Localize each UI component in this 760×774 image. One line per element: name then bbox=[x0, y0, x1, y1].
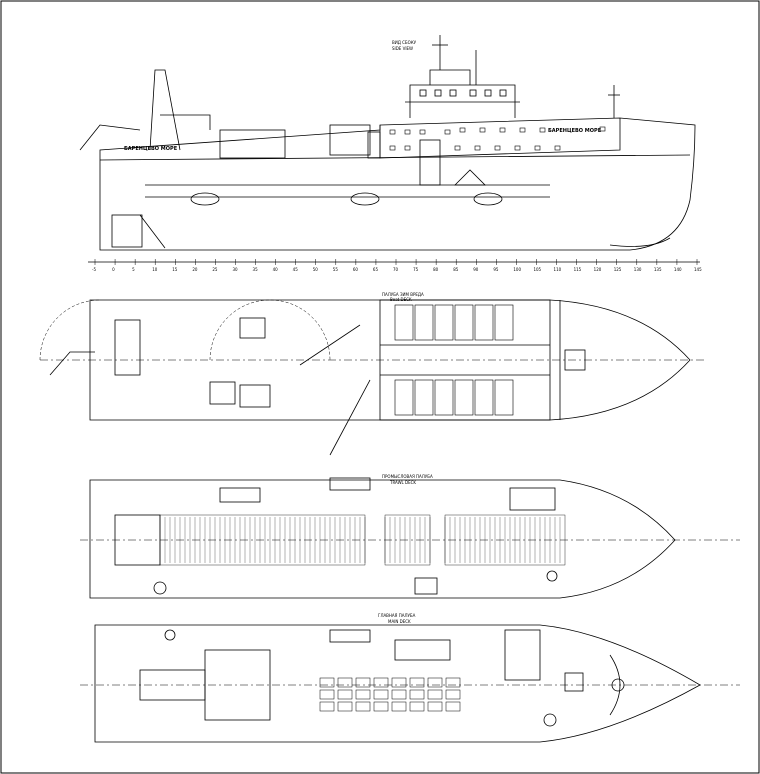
tank-block bbox=[445, 689, 461, 700]
ruler-label: 35 bbox=[253, 267, 259, 272]
ruler-label: 10 bbox=[152, 267, 158, 272]
liferafts bbox=[190, 192, 503, 206]
tank-block bbox=[391, 701, 407, 712]
tank-block bbox=[355, 701, 371, 712]
tank-block bbox=[427, 701, 443, 712]
tank-block bbox=[409, 701, 425, 712]
ruler-label: 30 bbox=[232, 267, 238, 272]
bulbous-bow bbox=[609, 237, 671, 247]
ruler-label: 20 bbox=[192, 267, 198, 272]
ruler-label: -5 bbox=[92, 267, 96, 272]
ruler-label: 85 bbox=[453, 267, 459, 272]
ruler-label: 130 bbox=[634, 267, 642, 272]
tank-block bbox=[355, 677, 371, 688]
tank-block bbox=[409, 689, 425, 700]
ruler-label: 45 bbox=[293, 267, 299, 272]
tank-block bbox=[409, 677, 425, 688]
cabin-grid bbox=[394, 304, 514, 416]
ruler-label: 115 bbox=[574, 267, 582, 272]
main-deck-title-1: ГЛАВНАЯ ПАЛУБА bbox=[378, 613, 416, 618]
ruler-label: 5 bbox=[132, 267, 135, 272]
wheelhouse bbox=[409, 84, 516, 118]
tank-block bbox=[391, 677, 407, 688]
ruler-label: 65 bbox=[373, 267, 379, 272]
tank-block bbox=[319, 677, 335, 688]
ship-name-stern: БАРЕНЦЕВО МОРЕ bbox=[124, 146, 178, 152]
tank-block bbox=[337, 701, 353, 712]
ruler-label: 125 bbox=[614, 267, 622, 272]
tank-block bbox=[427, 677, 443, 688]
ruler-label: 80 bbox=[433, 267, 439, 272]
ruler-label: 95 bbox=[493, 267, 499, 272]
profile-view-label-2: SIDE VIEW bbox=[392, 46, 413, 51]
tank-block bbox=[373, 689, 389, 700]
trawl-deck-title-1: ПРОМЫСЛОВАЯ ПАЛУБА bbox=[382, 474, 433, 479]
tank-block bbox=[445, 677, 461, 688]
ruler-label: 60 bbox=[353, 267, 359, 272]
ship-name-bow: БАРЕНЦЕВО МОРЕ bbox=[548, 128, 602, 134]
boat-deck-title-2: Boat DECK bbox=[390, 297, 412, 302]
ruler-label: 135 bbox=[654, 267, 662, 272]
window-row bbox=[389, 126, 606, 151]
tank-block bbox=[373, 701, 389, 712]
boat-deck-title-1: ПАЛУБА ЗИМ ВРЕДА bbox=[382, 292, 424, 297]
main-deck-title-2: MAIN DECK bbox=[388, 619, 411, 624]
ruler-label: 50 bbox=[313, 267, 319, 272]
main-deck-plan bbox=[80, 624, 740, 743]
ruler-label: 15 bbox=[172, 267, 178, 272]
ruler-label: 75 bbox=[413, 267, 419, 272]
profile-view-label-1: ВИД СБОКУ bbox=[392, 40, 417, 45]
tank-block bbox=[445, 701, 461, 712]
ruler-label: 40 bbox=[273, 267, 279, 272]
profile-view bbox=[79, 35, 696, 251]
ruler-label: 70 bbox=[393, 267, 399, 272]
boat-deck-plan bbox=[39, 299, 705, 456]
ruler-label: 0 bbox=[112, 267, 115, 272]
tank-block bbox=[337, 677, 353, 688]
ruler-label: 145 bbox=[694, 267, 702, 272]
hull-outline bbox=[99, 117, 696, 251]
trawl-deck-plan bbox=[80, 477, 740, 599]
tank-block bbox=[319, 701, 335, 712]
tank-block bbox=[373, 677, 389, 688]
ruler-label: 55 bbox=[333, 267, 339, 272]
ruler-label: 25 bbox=[212, 267, 218, 272]
trawl-deck-title-2: TRAWL DECK bbox=[389, 480, 416, 485]
ruler-label: 90 bbox=[473, 267, 479, 272]
ruler-label: 140 bbox=[674, 267, 682, 272]
tank-block bbox=[337, 689, 353, 700]
tank-block bbox=[355, 689, 371, 700]
aft-gantry bbox=[149, 69, 181, 151]
tank-block bbox=[319, 689, 335, 700]
ruler-label: 110 bbox=[554, 267, 562, 272]
tank-block bbox=[427, 689, 443, 700]
ruler-label: 105 bbox=[533, 267, 541, 272]
frame-ruler: -5 0 5 10 15 20 25 30 35 40 45 50 55 60 65 70 75 80 85 90 95… bbox=[88, 259, 702, 272]
ruler-label: 100 bbox=[513, 267, 521, 272]
ruler-label: 120 bbox=[594, 267, 602, 272]
tank-block bbox=[391, 689, 407, 700]
